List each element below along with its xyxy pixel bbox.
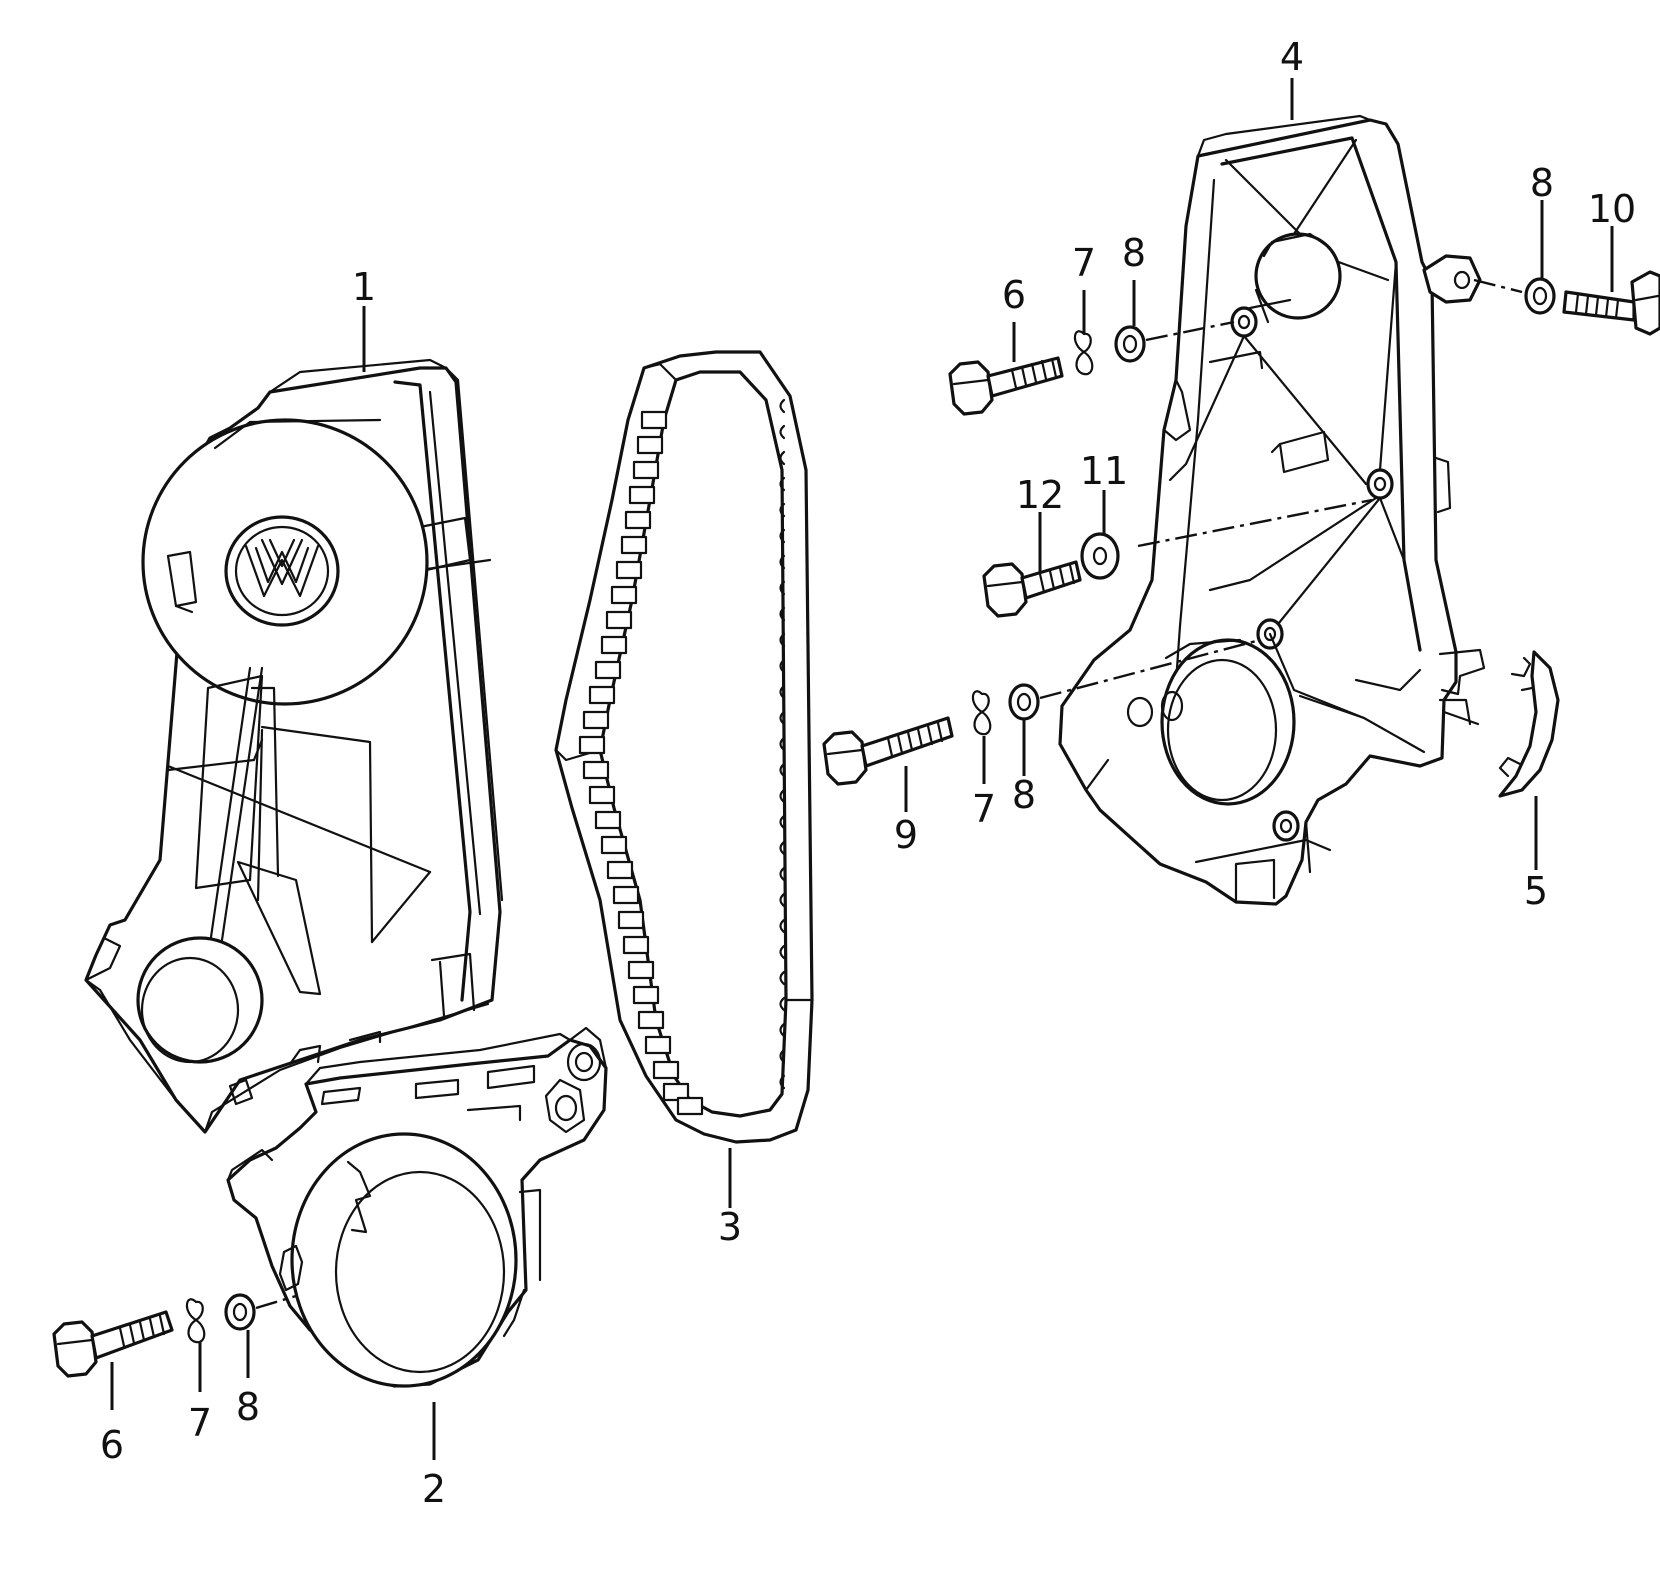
belt-notch (779, 840, 786, 856)
callout-6-upper: 6 (1002, 273, 1026, 317)
timing-belt-lower-cover (226, 1026, 608, 1388)
belt-tooth (636, 435, 664, 455)
belt-tooth (578, 735, 606, 755)
spring-washer-middle (971, 690, 992, 736)
belt-notch (779, 580, 786, 596)
belt-notch (779, 1048, 786, 1064)
callout-7-upper: 7 (1072, 241, 1096, 285)
belt-tooth (606, 860, 634, 880)
callout-5: 5 (1524, 869, 1548, 913)
callout-8-right: 8 (1530, 161, 1554, 205)
callout-8-upper: 8 (1122, 231, 1146, 275)
stud-bolt (1562, 270, 1660, 336)
belt-tooth (632, 985, 660, 1005)
belt-tooth (588, 785, 616, 805)
belt-tooth (620, 535, 648, 555)
vw-logo-icon (224, 515, 340, 627)
belt-tooth (594, 810, 622, 830)
belt-tooth (582, 710, 610, 730)
belt-notch (779, 476, 786, 492)
belt-tooth (600, 635, 628, 655)
belt-tooth (605, 610, 633, 630)
belt-teeth (578, 398, 786, 1116)
washer-plain (1080, 532, 1120, 580)
callout-7-middle: 7 (972, 787, 996, 831)
belt-notch (779, 528, 786, 544)
callout-10: 10 (1588, 187, 1636, 231)
spring-washer-upper (1073, 330, 1094, 376)
clip (1498, 650, 1560, 798)
washer-middle (1008, 683, 1040, 721)
belt-notch (779, 684, 786, 700)
belt-tooth (637, 1010, 665, 1030)
timing-belt (554, 350, 814, 1144)
hex-bolt-middle (822, 716, 954, 786)
timing-belt-rear-cover (1058, 114, 1486, 906)
belt-notch (779, 762, 786, 778)
belt-tooth (640, 410, 668, 430)
washer-lower (224, 1293, 256, 1331)
callout-8-lower: 8 (236, 1385, 260, 1429)
belt-tooth (588, 685, 616, 705)
spring-washer-lower (185, 1298, 206, 1344)
belt-notch (779, 996, 786, 1012)
belt-tooth (594, 660, 622, 680)
belt-notch (779, 632, 786, 648)
belt-notch (779, 892, 786, 908)
belt-notch (779, 1022, 786, 1038)
callout-1: 1 (352, 265, 376, 309)
belt-tooth (622, 935, 650, 955)
belt-tooth (632, 460, 660, 480)
belt-tooth (600, 835, 628, 855)
callout-3: 3 (718, 1205, 742, 1249)
callout-7-lower: 7 (188, 1401, 212, 1445)
belt-tooth (624, 510, 652, 530)
belt-tooth (644, 1035, 672, 1055)
belt-notch (779, 866, 786, 882)
belt-notch (779, 970, 786, 986)
callout-11: 11 (1080, 449, 1128, 493)
callout-labels: 1 2 3 4 5 6 6 7 7 7 8 8 8 8 9 10 11 12 (100, 35, 1636, 1511)
belt-notch (779, 788, 786, 804)
belt-tooth (676, 1096, 704, 1116)
callout-9: 9 (894, 813, 918, 857)
belt-tooth (652, 1060, 680, 1080)
belt-notch (779, 814, 786, 830)
belt-tooth (617, 910, 645, 930)
belt-notch (779, 736, 786, 752)
belt-notch (779, 944, 786, 960)
callout-2: 2 (422, 1467, 446, 1511)
belt-notch (779, 606, 786, 622)
belt-notch (779, 398, 786, 414)
washer-right (1524, 277, 1556, 315)
callout-4: 4 (1280, 35, 1304, 79)
belt-tooth (582, 760, 610, 780)
leader-lines (110, 78, 1614, 1460)
washer-upper (1114, 325, 1146, 363)
belt-notch (779, 450, 786, 466)
belt-notch (779, 424, 786, 440)
callout-6-lower: 6 (100, 1423, 124, 1467)
belt-notch (779, 502, 786, 518)
belt-tooth (612, 885, 640, 905)
belt-tooth (628, 485, 656, 505)
belt-tooth (615, 560, 643, 580)
hex-bolt-short (982, 560, 1082, 618)
belt-notch (779, 918, 786, 934)
belt-notch (779, 1074, 786, 1090)
hex-bolt-upper (948, 356, 1064, 416)
hex-bolt-lower (52, 1310, 174, 1378)
belt-tooth (662, 1082, 690, 1102)
callout-12: 12 (1016, 473, 1064, 517)
belt-tooth (610, 585, 638, 605)
callout-8-middle: 8 (1012, 773, 1036, 817)
belt-notch (779, 554, 786, 570)
timing-belt-upper-cover (84, 358, 504, 1134)
belt-notch (779, 710, 786, 726)
belt-notch (779, 658, 786, 674)
belt-tooth (627, 960, 655, 980)
